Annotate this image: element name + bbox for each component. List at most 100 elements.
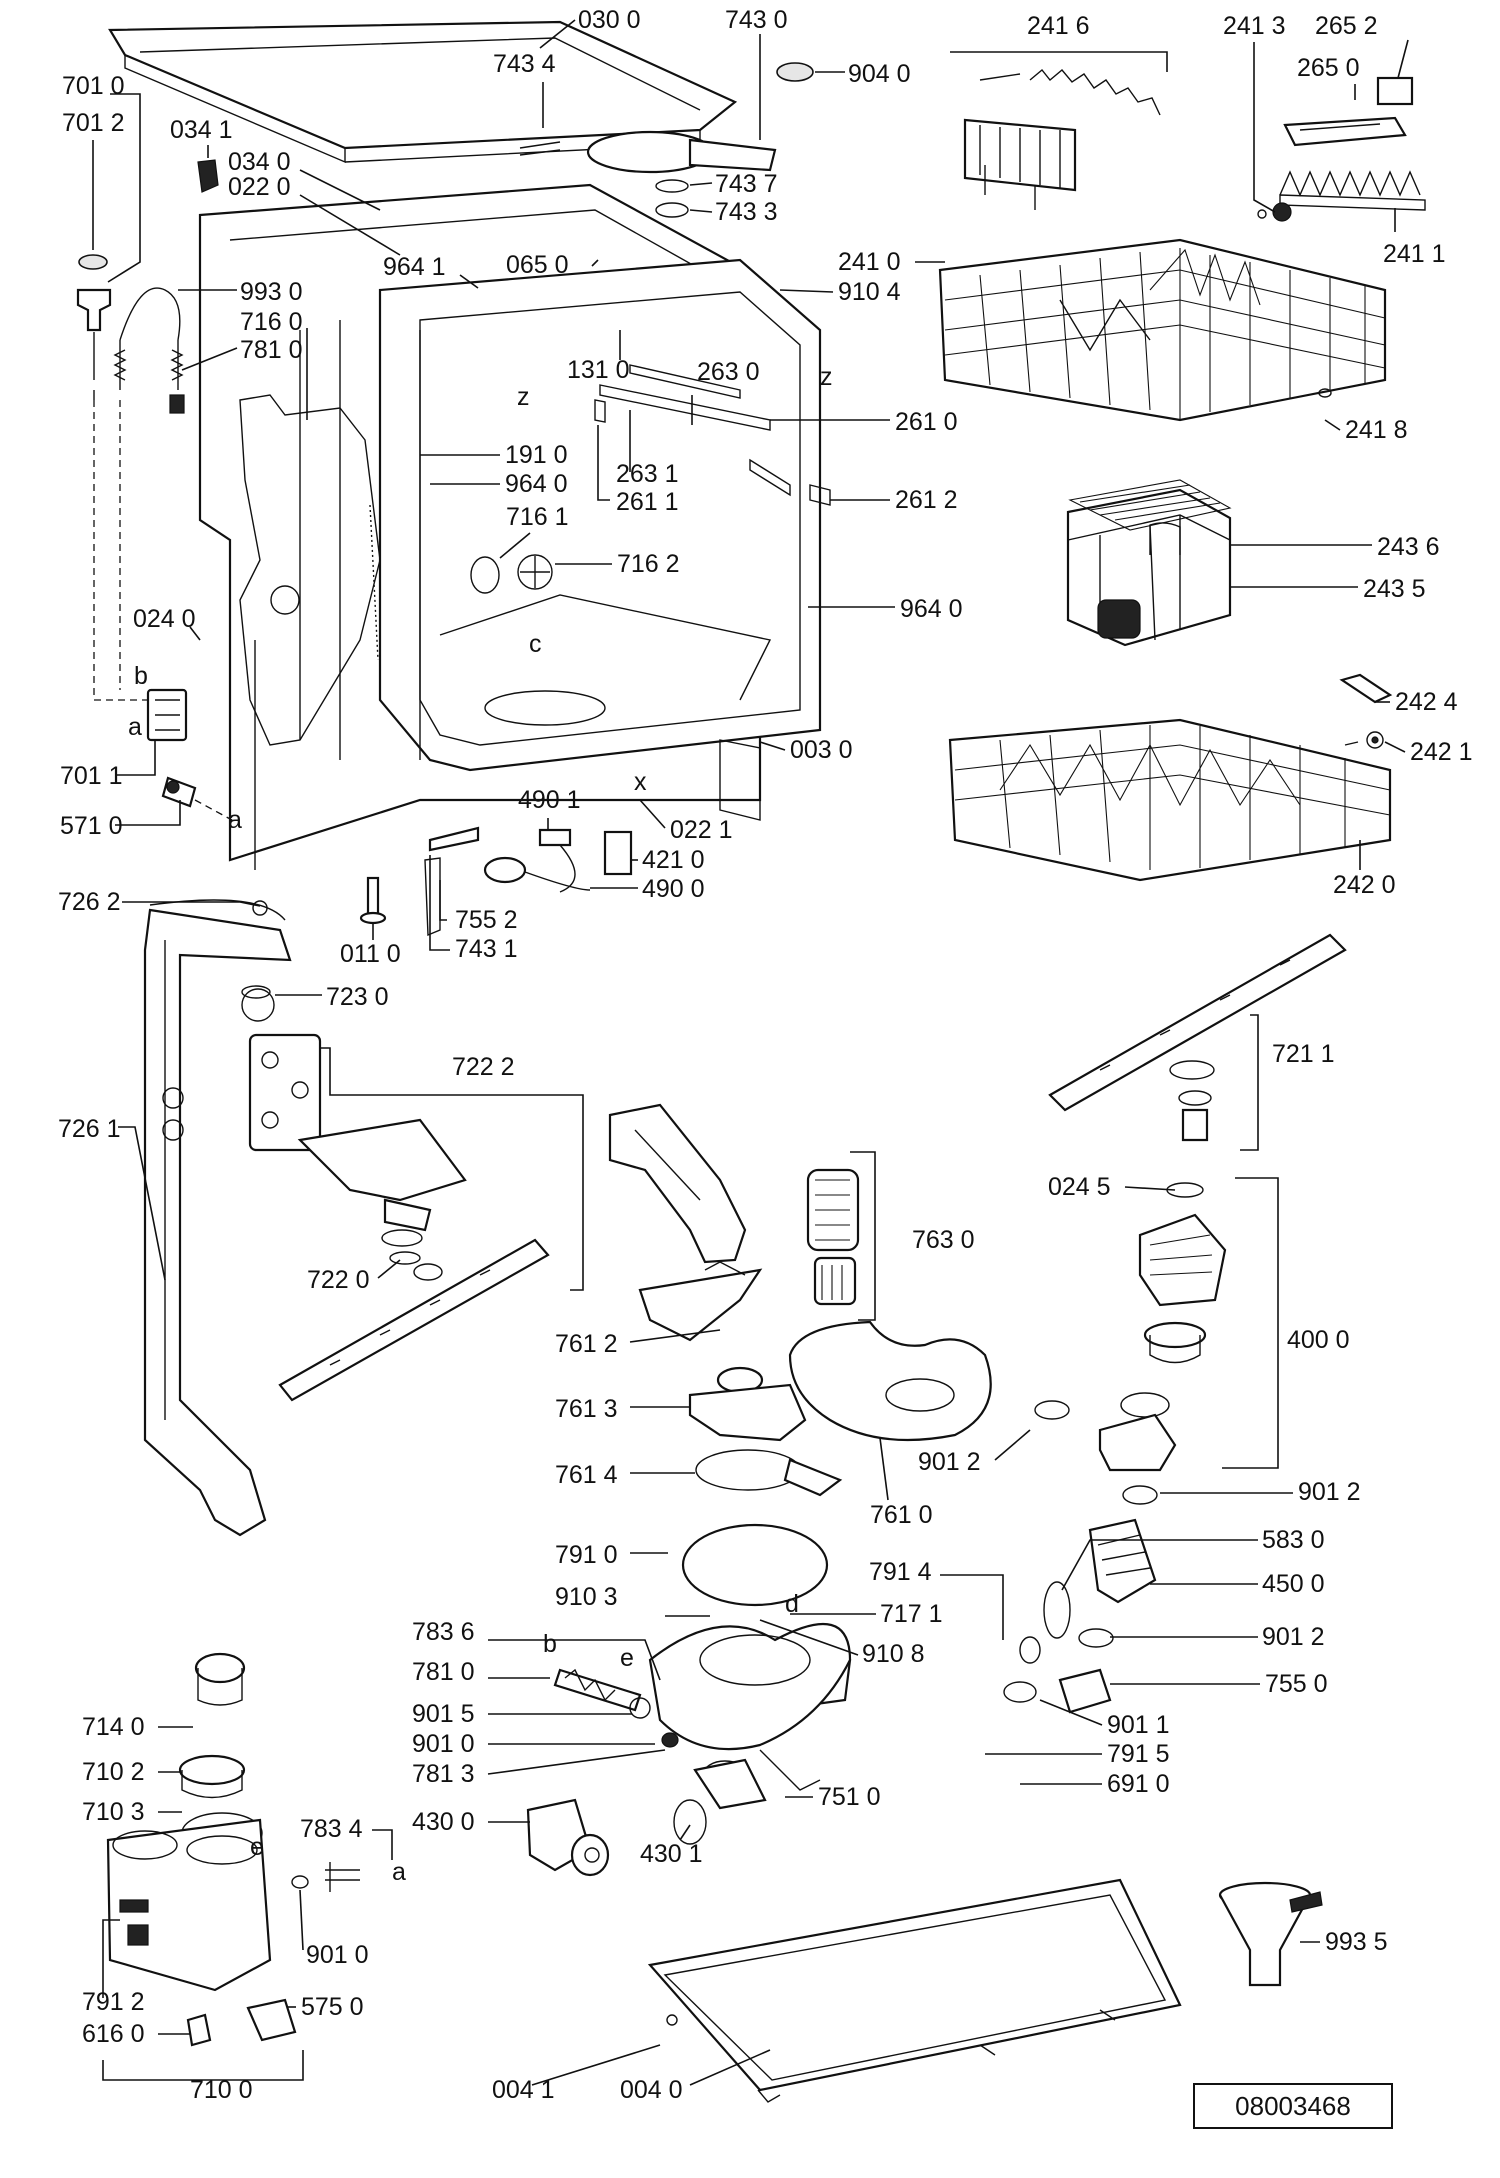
callout-p2436: 243 6 (1230, 533, 1440, 561)
part-number-label: 901 0 (412, 1730, 475, 1758)
part-number-label: 430 0 (412, 1808, 475, 1836)
part-number-label: 781 3 (412, 1760, 475, 1788)
leader-line (689, 182, 713, 186)
part-number-label: 003 0 (790, 736, 853, 764)
callout-p1310: 131 0 (567, 330, 630, 384)
leader-line (299, 194, 401, 256)
rails-261 (594, 364, 831, 506)
letter-mark: b (134, 662, 148, 690)
leader-line (629, 1329, 721, 1343)
callout-p7437: 743 7 (689, 170, 778, 198)
part-number-label: 781 0 (412, 1658, 475, 1686)
callout-p9108: 910 8 (759, 1619, 925, 1668)
part-number-label: 904 0 (848, 60, 911, 88)
part-number-label: 743 4 (493, 50, 556, 78)
part-number-label: 761 4 (555, 1461, 618, 1489)
callout-p9012c: 901 2 (1110, 1623, 1325, 1651)
clip-034 (197, 159, 219, 193)
callout-p9012b: 901 2 (1160, 1478, 1361, 1506)
callout-p0220: 022 0 (228, 173, 401, 256)
part-number-label: 791 4 (869, 1558, 932, 1586)
callout-p7261: 726 1 (58, 1115, 166, 1281)
part-number-label: 261 2 (895, 486, 958, 514)
part-number-label: 243 6 (1377, 533, 1440, 561)
callout-p2611: 261 1 (597, 425, 679, 516)
callout-p4901: 490 1 (518, 786, 581, 830)
callout-p4210: 421 0 (630, 846, 705, 874)
part-number-label: 710 3 (82, 1798, 145, 1826)
callout-p7910: 791 0 (555, 1541, 668, 1569)
spray-arm-upper-743 (519, 130, 777, 218)
leader-line (689, 2049, 771, 2086)
callout-p9011: 901 1 (1039, 1699, 1170, 1739)
leader-line (439, 880, 447, 921)
callout-p0245: 024 5 (1048, 1173, 1176, 1201)
callout-p7912: 791 2 (82, 1919, 145, 2016)
part-number-label: 241 6 (1027, 12, 1090, 40)
part-number-label: 450 0 (1262, 1570, 1325, 1598)
callout-p7434: 743 4 (493, 50, 556, 128)
part-number-label: 701 1 (60, 762, 123, 790)
leader-line (950, 51, 1168, 72)
leader-line (1253, 42, 1276, 213)
part-number-label: 726 2 (58, 888, 121, 916)
callout-p0030: 003 0 (759, 736, 853, 764)
letter-mark: d (785, 1590, 799, 1618)
leader-line (531, 2044, 661, 2086)
upper-spray-arm-721 (1048, 933, 1347, 1142)
leader-line (759, 741, 786, 751)
callout-p7211: 721 1 (1240, 1014, 1335, 1151)
leader-line (1324, 419, 1341, 431)
part-number-label: 400 0 (1287, 1326, 1350, 1354)
callout-p2435: 243 5 (1230, 575, 1426, 603)
letter-mark: c (529, 630, 542, 658)
leader-line (122, 901, 261, 907)
part-number-label: 022 1 (670, 816, 733, 844)
part-number-label: 722 2 (452, 1053, 515, 1081)
part-number-label: 710 2 (82, 1758, 145, 1786)
sump-cover-761 (638, 1261, 843, 1497)
callout-p9930: 993 0 (178, 278, 303, 306)
callout-p9010b: 901 0 (299, 1889, 369, 1969)
callout-p9641a: 964 1 (383, 253, 479, 289)
callout-p5710: 571 0 (60, 800, 181, 840)
funnel-993 (1218, 1881, 1323, 1987)
part-number-label: 761 0 (870, 1501, 933, 1529)
filter-763 (806, 1168, 860, 1306)
part-number-label: 783 6 (412, 1618, 475, 1646)
leader-line (487, 1749, 666, 1775)
callout-p9640a: 964 0 (430, 470, 568, 498)
basket-parts-242-small (1339, 673, 1393, 749)
wash-pump-400 (1034, 1182, 1227, 1472)
fine-filter-761 (788, 1320, 992, 1442)
callout-p9010a: 901 0 (412, 1730, 655, 1758)
part-number-label: 743 3 (715, 198, 778, 226)
callout-p7552: 755 2 (439, 880, 518, 934)
part-number-label: 743 0 (725, 6, 788, 34)
callout-p9015: 901 5 (412, 1700, 632, 1728)
part-number-label: 901 5 (412, 1700, 475, 1728)
circulation-pipe-761 (608, 1103, 747, 1264)
callout-p4900: 490 0 (590, 875, 705, 903)
callout-p2650: 265 0 (1297, 54, 1360, 100)
callout-p2631: 263 1 (616, 410, 679, 488)
callout-p7610: 761 0 (870, 1437, 933, 1529)
callout-p0650: 065 0 (506, 251, 599, 279)
letter-mark: x (634, 768, 647, 796)
leader-line (591, 259, 599, 267)
callout-p2630: 263 0 (691, 358, 760, 425)
leader-line (879, 1437, 889, 1501)
part-number-label: 964 0 (505, 470, 568, 498)
lower-basket-242 (948, 718, 1392, 882)
reference-number: 08003468 (1235, 2091, 1351, 2121)
callout-p9040: 904 0 (815, 60, 911, 88)
heater-tube-781 (553, 1668, 679, 1748)
part-number-label: 751 0 (818, 1783, 881, 1811)
callout-p0041: 004 1 (492, 2044, 661, 2104)
callout-p7230: 723 0 (275, 983, 389, 1011)
callout-p2420: 242 0 (1333, 840, 1396, 899)
part-number-label: 791 5 (1107, 1740, 1170, 1768)
part-number-label: 571 0 (60, 812, 123, 840)
part-number-label: 993 0 (240, 278, 303, 306)
